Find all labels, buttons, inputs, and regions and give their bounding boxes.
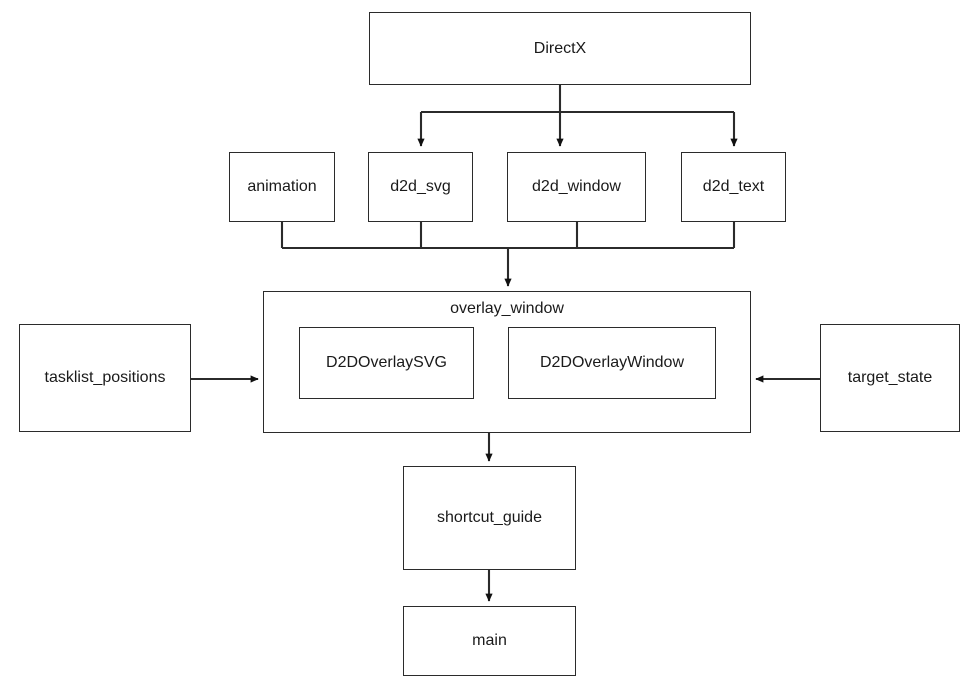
node-tasklist-positions[interactable]: tasklist_positions — [19, 324, 191, 432]
node-target-state[interactable]: target_state — [820, 324, 960, 432]
cluster-overlay-window-label: overlay_window — [450, 300, 564, 317]
node-d2d-svg[interactable]: d2d_svg — [368, 152, 473, 222]
node-d2d-text-label: d2d_text — [702, 178, 765, 196]
node-main-label: main — [472, 632, 507, 650]
node-shortcut-guide[interactable]: shortcut_guide — [403, 466, 576, 570]
node-directx-label: DirectX — [533, 39, 587, 57]
node-d2doverlaysvg[interactable]: D2DOverlaySVG — [299, 327, 474, 399]
node-d2d-window-label: d2d_window — [532, 178, 621, 196]
node-tasklist-positions-label: tasklist_positions — [44, 369, 166, 387]
node-target-state-label: target_state — [847, 369, 933, 387]
node-d2doverlaysvg-label: D2DOverlaySVG — [326, 354, 447, 372]
node-d2d-svg-label: d2d_svg — [390, 178, 451, 196]
node-d2doverlaywindow-label: D2DOverlayWindow — [539, 354, 685, 372]
node-animation-label: animation — [247, 178, 317, 196]
node-d2doverlaywindow[interactable]: D2DOverlayWindow — [508, 327, 716, 399]
node-d2d-window[interactable]: d2d_window — [507, 152, 646, 222]
node-shortcut-guide-label: shortcut_guide — [437, 509, 542, 527]
node-animation[interactable]: animation — [229, 152, 335, 222]
node-main[interactable]: main — [403, 606, 576, 676]
node-directx[interactable]: DirectX — [369, 12, 751, 85]
node-d2d-text[interactable]: d2d_text — [681, 152, 786, 222]
